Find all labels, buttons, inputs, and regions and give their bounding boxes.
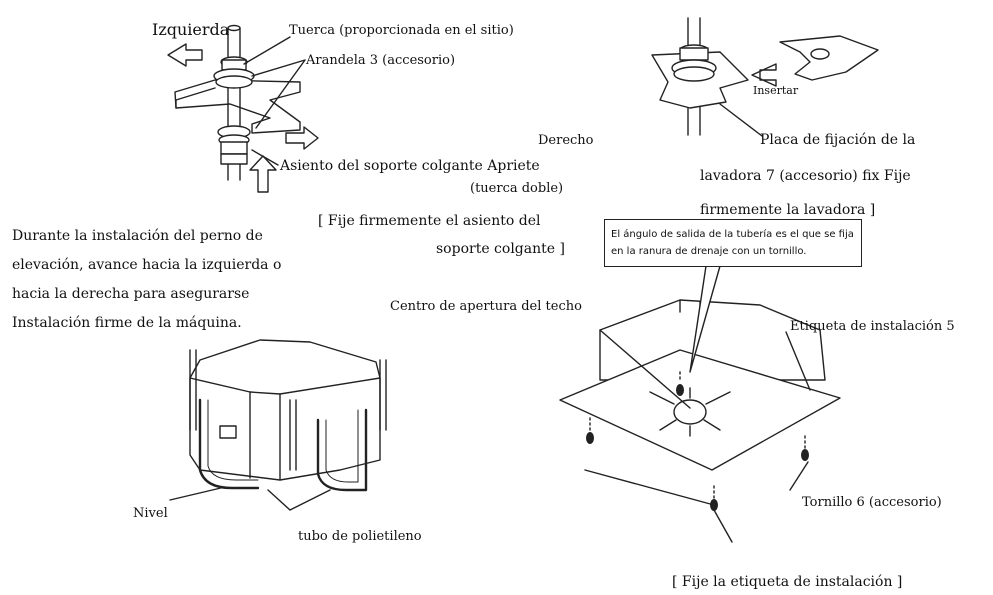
- nivel-label: Nivel: [133, 506, 168, 521]
- tuerca-label: Tuerca (proporcionada en el sitio): [289, 23, 514, 38]
- tornillo-label: Tornillo 6 (accesorio): [802, 495, 942, 510]
- asiento-label: Asiento del soporte colgante Apriete: [280, 158, 540, 174]
- insert-arrow-icon: [751, 63, 777, 87]
- tubo-label: tubo de polietileno: [298, 529, 422, 544]
- paragraph-line-2: elevación, avance hacia la izquierda o: [12, 257, 282, 273]
- callout-line-1: El ángulo de salida de la tubería es el …: [611, 229, 854, 240]
- callout-line-2: en la ranura de drenaje con un tornillo.: [611, 246, 807, 257]
- insertar-label: Insertar: [753, 84, 799, 97]
- etiqueta-label: Etiqueta de instalación 5: [790, 319, 955, 334]
- izquierda-label: Izquierda: [152, 20, 230, 39]
- paragraph-line-3: hacia la derecha para asegurarse: [12, 286, 250, 302]
- tuerca-doble-label: (tuerca doble): [470, 181, 564, 196]
- washer-plate-diagram: [651, 17, 879, 137]
- installation-label-diagram: [559, 265, 841, 543]
- left-arrow-icon: [167, 43, 203, 67]
- hanging-bolt-diagram: [167, 24, 319, 193]
- instruction-paragraph: Durante la instalación del perno de elev…: [12, 222, 281, 338]
- fije-etiqueta-title: [ Fije la etiqueta de instalación ]: [672, 574, 903, 590]
- paragraph-line-4: Instalación firme de la máquina.: [12, 315, 242, 331]
- derecho-label: Derecho: [538, 133, 594, 148]
- arandela-label: Arandela 3 (accesorio): [306, 53, 456, 68]
- up-arrow-icon: [249, 155, 277, 193]
- leveling-diagram: [169, 339, 387, 511]
- centro-label: Centro de apertura del techo: [390, 299, 582, 314]
- placa-label-1: Placa de fijación de la: [760, 132, 916, 148]
- placa-label-3: firmemente la lavadora ]: [700, 202, 876, 218]
- fije-asiento-title-1: [ Fije firmemente el asiento del: [318, 213, 541, 229]
- pipe-angle-callout: El ángulo de salida de la tubería es el …: [604, 219, 862, 267]
- paragraph-line-1: Durante la instalación del perno de: [12, 228, 263, 244]
- placa-label-2: lavadora 7 (accesorio) fix Fije: [700, 168, 911, 184]
- right-arrow-icon: [285, 126, 319, 150]
- fije-asiento-title-2: soporte colgante ]: [436, 241, 565, 257]
